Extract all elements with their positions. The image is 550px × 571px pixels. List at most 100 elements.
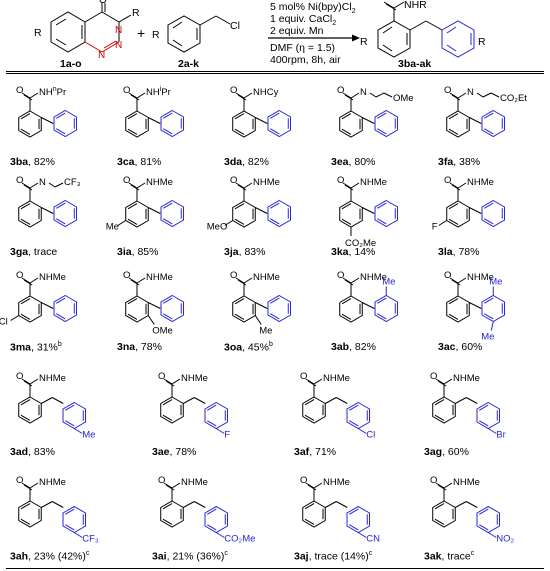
para-substituent: Cl (366, 430, 375, 441)
product-amide: NHR (404, 0, 427, 11)
footnote-mark: c (85, 550, 90, 557)
amide-group: NHMe (181, 477, 208, 488)
amide-group: NHMe (146, 272, 173, 283)
benzamide-ring (160, 500, 184, 528)
yield: , 80% (348, 156, 376, 168)
caption-3da: 3da, 82% (224, 156, 269, 168)
benzyl-ring (204, 401, 229, 430)
amide-group: NHMe (360, 272, 387, 283)
reactant-2-r2: R (152, 29, 160, 41)
amide-group: NHMe (146, 177, 173, 188)
carbonyl-o: O (337, 270, 344, 281)
amide-group: NHMe (453, 477, 480, 488)
para-substituent: NO₂ (496, 534, 514, 545)
amide-group: NHnPr (39, 86, 66, 98)
benzamide-ring (125, 295, 149, 323)
yield: , 78% (135, 341, 162, 353)
amide-alkyl: Pr (57, 87, 67, 98)
amide-group: NHMe (253, 272, 280, 283)
benzyl-ring (267, 109, 292, 138)
compound-label: 3ak (424, 550, 442, 563)
footnote-mark: c (470, 550, 475, 557)
reactant-2-cl: Cl (230, 20, 240, 32)
yield: , 60% (442, 446, 469, 458)
benzyl-ring (374, 109, 399, 138)
carbonyl-o: O (158, 475, 165, 486)
reactant-2-label: 2a-k (178, 58, 200, 70)
amide-group: N (39, 177, 46, 188)
benzamide-ring (125, 200, 149, 228)
benzamide-ring (18, 110, 42, 138)
benzamide-ring (339, 295, 363, 323)
condition-additive: 1 equiv. CaCl2 (270, 13, 337, 28)
footnote-mark: c (224, 550, 228, 557)
benzyl-ring (62, 401, 87, 430)
ring-substituent: Me (106, 222, 119, 233)
reaction-scheme: O R N N N R R Cl (34, 0, 486, 61)
caption-3fa: 3fa, 38% (438, 156, 480, 168)
yield: , 31% (31, 341, 58, 354)
reactant-1-structure (50, 3, 132, 53)
benzyl-ring (481, 199, 506, 228)
benzyl-ring (481, 294, 506, 323)
caption-3na: 3na, 78% (117, 341, 162, 353)
benzamide-ring (302, 500, 326, 528)
amide-prefix: n (53, 86, 57, 93)
caption-3ka: 3ka, 14% (331, 246, 375, 258)
yield: , 82% (28, 156, 55, 168)
carbonyl-o: O (123, 85, 130, 96)
para-substituent: Me (82, 430, 95, 441)
benzyl-ring (53, 294, 78, 323)
carbonyl-o: O (430, 475, 437, 486)
para-substituent: CF₃ (82, 534, 99, 545)
compound-label: 3ia (117, 246, 132, 258)
carbonyl-o: O (230, 85, 237, 96)
benzyl-ring (346, 505, 371, 534)
amide-group: NHMe (467, 177, 494, 188)
benzamide-ring (446, 200, 470, 228)
benzyl-ring (476, 505, 501, 534)
reactant-1-carbonyl-o: O (99, 0, 107, 6)
benzamide-ring (446, 295, 470, 323)
carbonyl-o: O (16, 85, 23, 96)
yield: , 23% (42%) (28, 550, 86, 563)
structure-3ca: O NHiPr (123, 85, 185, 138)
para-substituent: CN (366, 534, 380, 545)
amide-group: NHCy (253, 87, 279, 98)
caption-3af: 3af, 71% (294, 446, 336, 458)
compound-label: 3na (117, 341, 136, 353)
benzamide-ring (18, 200, 42, 228)
compound-label: 3ma (10, 341, 32, 354)
caption-3ah: 3ah, 23% (42%)c (10, 550, 89, 563)
reactant-1-r1: R (34, 27, 42, 39)
caption-3oa: 3oa, 45%b (224, 341, 273, 354)
ring-substituent: CO₂Me (345, 238, 376, 249)
carbonyl-o: O (16, 475, 23, 486)
reactant-1-label: 1a-o (60, 58, 82, 70)
benzyl-ring (160, 109, 185, 138)
amide-group: NHiPr (146, 86, 171, 98)
caption-3ad: 3ad, 83% (10, 446, 55, 458)
benzyl-ring (53, 109, 78, 138)
condition-catalyst: 5 mol% Ni(bpy)Cl2 (270, 1, 356, 16)
benzyl-ring (204, 505, 229, 534)
yield: , 45% (242, 341, 269, 354)
ortho-substituent: Me (382, 277, 395, 288)
yield: , 82% (242, 156, 269, 168)
carbonyl-o: O (16, 270, 23, 281)
amide-group: N (467, 87, 474, 98)
reactant-2-structure (167, 15, 231, 53)
amide-tail-group: CF₃ (64, 177, 81, 188)
caption-3ea: 3ea, 80% (331, 156, 375, 168)
caption-3ba: 3ba, 82% (10, 156, 55, 168)
